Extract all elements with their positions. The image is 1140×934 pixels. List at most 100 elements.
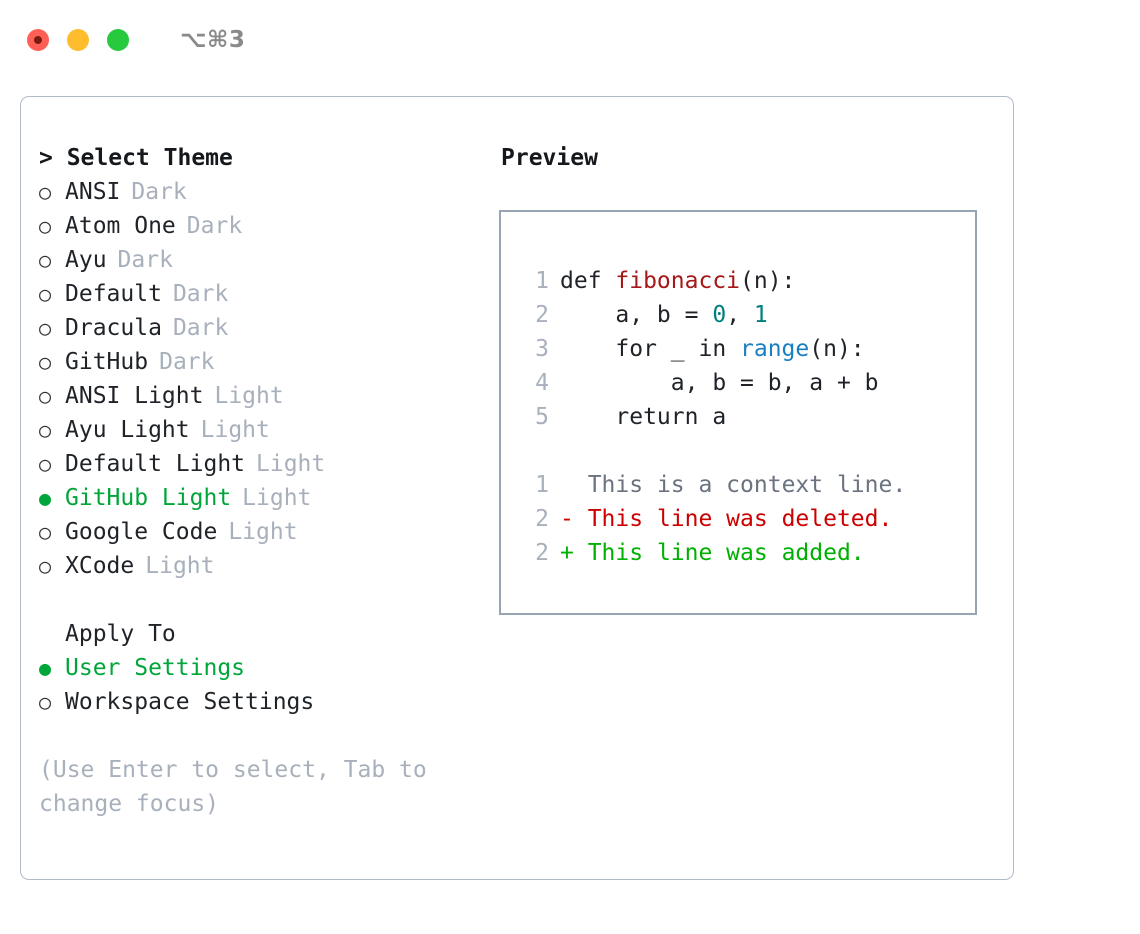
- theme-category-tag: Light: [145, 553, 215, 579]
- code-diff-spacer: [523, 434, 975, 468]
- theme-category-tag: Light: [256, 451, 326, 477]
- minimize-button-icon[interactable]: [67, 29, 89, 51]
- radio-unselected-icon: ○: [39, 452, 52, 476]
- code-token-fn: fibonacci: [615, 268, 741, 294]
- section-spacer: [39, 583, 499, 617]
- diff-marker: -: [560, 506, 588, 532]
- theme-category-tag: Dark: [172, 281, 229, 307]
- theme-category-tag: Light: [214, 383, 284, 409]
- code-line: 4 a, b = b, a + b: [523, 366, 975, 400]
- code-line-number: 3: [535, 336, 549, 362]
- code-token-plain: (n):: [740, 268, 796, 294]
- theme-name-label: Default: [65, 281, 162, 307]
- theme-name-label: Dracula: [65, 315, 162, 341]
- theme-list-item[interactable]: ○ Atom One Dark: [39, 209, 499, 243]
- diff-marker: [560, 468, 588, 502]
- radio-unselected-icon: ○: [39, 214, 52, 238]
- theme-category-tag: Light: [228, 519, 298, 545]
- apply-to-option-label: Workspace Settings: [65, 689, 315, 715]
- radio-unselected-icon: ○: [39, 418, 52, 442]
- diff-line-text: This is a context line.: [587, 472, 907, 498]
- theme-name-label: ANSI Light: [65, 383, 204, 409]
- theme-list-item[interactable]: ○ Google Code Light: [39, 515, 499, 549]
- theme-category-tag: Dark: [159, 349, 215, 375]
- theme-list-item[interactable]: ● GitHub Light Light: [39, 481, 499, 515]
- apply-to-list: ● User Settings ○ Workspace Settings: [39, 651, 499, 719]
- diff-line-text: This line was deleted.: [587, 506, 893, 532]
- theme-list-item[interactable]: ○ Dracula Dark: [39, 311, 499, 345]
- zoom-button-icon[interactable]: [107, 29, 129, 51]
- radio-unselected-icon: ○: [39, 520, 52, 544]
- theme-name-label: Ayu: [65, 247, 107, 273]
- code-line-number: 4: [535, 370, 549, 396]
- window-controls: [27, 29, 129, 51]
- theme-name-label: Default Light: [65, 451, 246, 477]
- code-line-content: a, b = b, a + b: [560, 366, 879, 400]
- keyboard-hint-text: (Use Enter to select, Tab to change focu…: [39, 757, 427, 817]
- radio-unselected-icon: ○: [39, 350, 52, 374]
- code-token-plain: for _ in: [560, 336, 741, 362]
- radio-unselected-icon: ○: [39, 316, 52, 340]
- theme-list-item[interactable]: ○ GitHub Dark: [39, 345, 499, 379]
- close-button-icon[interactable]: [27, 29, 49, 51]
- theme-category-tag: Dark: [131, 179, 187, 205]
- radio-selected-icon: ●: [39, 656, 52, 680]
- apply-to-option[interactable]: ○ Workspace Settings: [39, 685, 499, 719]
- diff-line: 2- This line was deleted.: [523, 502, 975, 536]
- code-block: 1 def fibonacci(n):2 a, b = 0, 1 3 for _ i…: [523, 264, 975, 434]
- apply-to-option-label: User Settings: [65, 655, 246, 681]
- code-line: 5 return a: [523, 400, 975, 434]
- theme-list-item[interactable]: ○ ANSI Dark: [39, 175, 499, 209]
- theme-name-label: Google Code: [65, 519, 218, 545]
- code-line-number: 1: [535, 268, 549, 294]
- code-token-num: 0: [712, 302, 727, 328]
- theme-list-item[interactable]: ○ Default Dark: [39, 277, 499, 311]
- diff-line-number: 2: [535, 506, 549, 532]
- preview-heading: Preview: [501, 145, 598, 171]
- radio-selected-icon: ●: [39, 486, 52, 510]
- radio-unselected-icon: ○: [39, 282, 52, 306]
- apply-to-option[interactable]: ● User Settings: [39, 651, 499, 685]
- theme-name-label: GitHub: [65, 349, 149, 375]
- select-theme-heading: > Select Theme: [39, 145, 233, 171]
- code-line-content: for _ in range(n):: [560, 332, 865, 366]
- theme-name-label: Atom One: [65, 213, 176, 239]
- theme-list-item[interactable]: ○ Default Light Light: [39, 447, 499, 481]
- diff-line: 1 This is a context line.: [523, 468, 975, 502]
- code-line-content: return a: [560, 400, 726, 434]
- code-token-plain: ,: [726, 302, 754, 328]
- code-token-num: 1: [753, 302, 768, 328]
- theme-category-tag: Dark: [186, 213, 243, 239]
- apply-to-heading: Apply To: [65, 621, 176, 647]
- code-line: 1 def fibonacci(n):: [523, 264, 975, 298]
- code-token-call: range: [740, 336, 810, 362]
- code-token-plain: (n):: [809, 336, 865, 362]
- theme-category-tag: Dark: [172, 315, 229, 341]
- radio-unselected-icon: ○: [39, 180, 52, 204]
- code-token-plain: a, b = b, a + b: [560, 370, 879, 396]
- theme-category-tag: Light: [242, 485, 312, 511]
- title-bar: ⌥⌘3: [0, 0, 1140, 80]
- radio-unselected-icon: ○: [39, 690, 52, 714]
- theme-name-label: GitHub Light: [65, 485, 232, 511]
- theme-category-tag: Dark: [117, 247, 173, 273]
- code-line-content: def fibonacci(n):: [560, 264, 795, 298]
- code-line-content: a, b = 0, 1: [560, 298, 768, 332]
- code-token-plain: a, b =: [560, 302, 713, 328]
- theme-name-label: ANSI: [65, 179, 121, 205]
- theme-category-tag: Light: [200, 417, 270, 443]
- theme-name-label: XCode: [65, 553, 135, 579]
- code-line: 2 a, b = 0, 1: [523, 298, 975, 332]
- diff-block: 1 This is a context line.2- This line wa…: [523, 468, 975, 570]
